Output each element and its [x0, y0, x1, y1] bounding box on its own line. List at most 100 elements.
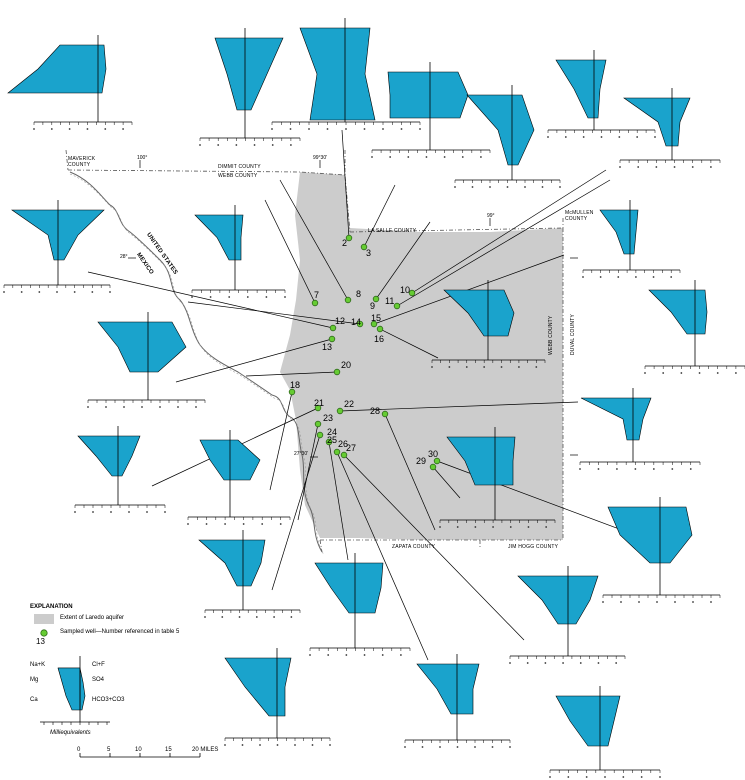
- county-webb-top: WEBB COUNTY: [218, 173, 258, 179]
- well-marker-26: [333, 448, 341, 456]
- legend-ion-so4: SO4: [92, 677, 105, 683]
- stiff-polygon: [466, 94, 535, 166]
- well-label-25: 25: [327, 435, 338, 445]
- well-marker-13: [328, 335, 336, 343]
- leader-line-20: [336, 451, 429, 661]
- scale-15: 15: [165, 747, 172, 753]
- well-label-12: 12: [335, 316, 346, 326]
- leader-line-11: [373, 254, 565, 325]
- county-lasalle: LA SALLE COUNTY: [368, 228, 417, 234]
- stiff-polygon: [314, 562, 384, 614]
- legend-sample-number: 13: [36, 637, 45, 646]
- stiff-polygon: [580, 397, 652, 441]
- legend-ion-mg: Mg: [30, 677, 39, 683]
- well-marker-14: [356, 320, 364, 328]
- county-maverick: MAVERICK COUNTY: [68, 156, 96, 168]
- legend-ion-cl-f: Cl+F: [92, 662, 105, 668]
- stiff-diagram: [74, 426, 166, 513]
- legend-aquifer-swatch: [34, 614, 54, 624]
- stiff-polygon: [555, 59, 607, 119]
- stiff-diagram: [439, 427, 556, 528]
- scale-0: 0: [77, 747, 81, 753]
- well-label-30: 30: [428, 449, 439, 459]
- well-marker-22: [336, 407, 344, 415]
- well-label-3: 3: [366, 248, 372, 258]
- leader-line-23: [432, 466, 461, 499]
- well-marker-12: [329, 324, 337, 332]
- rio-grande: [69, 171, 323, 553]
- stiff-polygon: [517, 575, 599, 625]
- well-label-22: 22: [344, 399, 355, 409]
- well-label-15: 15: [371, 313, 382, 323]
- leader-line-6: [411, 169, 607, 294]
- well-marker-29: [429, 463, 437, 471]
- scale-5: 5: [107, 747, 111, 753]
- leader-line-7: [396, 179, 611, 307]
- well-marker-16: [376, 325, 384, 333]
- leader-line-19: [328, 441, 349, 561]
- well-label-26: 26: [338, 439, 349, 449]
- stiff-diagram: [7, 35, 133, 130]
- leader-line-3: [264, 199, 316, 304]
- well-marker-25: [325, 438, 333, 446]
- well-label-13: 13: [322, 342, 333, 352]
- leader-line-9: [175, 338, 333, 383]
- leader-line-8: [87, 271, 334, 329]
- leader-line-1: [341, 129, 350, 239]
- leader-line-18: [271, 434, 321, 591]
- legend-graphics: [34, 614, 201, 758]
- stiff-polygon: [198, 539, 266, 587]
- well-marker-11: [393, 302, 401, 310]
- stiff-diagram: [224, 648, 331, 746]
- stiff-polygon: [446, 436, 516, 486]
- coord-99: 99°: [487, 213, 495, 219]
- stiff-diagram: [3, 200, 111, 293]
- leader-line-16: [339, 401, 579, 412]
- stiff-diagram: [271, 18, 421, 130]
- well-label-29: 29: [416, 456, 427, 466]
- stiff-polygon: [416, 663, 480, 715]
- scale-20-miles: 20 MILES: [192, 747, 219, 753]
- leader-line-14: [245, 371, 338, 377]
- stiff-diagram: [431, 280, 546, 368]
- stiff-diagram: [199, 28, 301, 146]
- legend-ion-ca: Ca: [30, 697, 38, 703]
- well-marker-10: [408, 289, 416, 297]
- stiff-polygon: [648, 289, 708, 335]
- stiff-diagram: [371, 62, 491, 158]
- scale-10: 10: [135, 747, 142, 753]
- stiff-polygon: [224, 657, 292, 717]
- well-marker-20: [333, 368, 341, 376]
- well-label-20: 20: [341, 360, 352, 370]
- leader-line-22: [384, 413, 436, 531]
- stiff-polygon: [214, 37, 284, 111]
- well-marker-2: [345, 234, 353, 242]
- well-marker-18: [288, 388, 296, 396]
- well-marker-3: [360, 243, 368, 251]
- well-marker-30: [433, 457, 441, 465]
- well-label-21: 21: [314, 398, 325, 408]
- well-label-23: 23: [323, 413, 334, 423]
- leader-line-12: [379, 328, 439, 359]
- stiff-polygon: [623, 97, 691, 147]
- well-label-27: 27: [346, 443, 357, 453]
- leader-line-13: [269, 391, 293, 491]
- coord-27-30: 27°30': [294, 451, 309, 457]
- legend-well-symbol: [40, 629, 48, 637]
- stiff-diagram: [602, 497, 721, 603]
- stiff-diagram: [191, 205, 286, 298]
- stiff-polygon: [97, 321, 187, 373]
- legend-ion-na-k: Na+K: [30, 662, 46, 668]
- well-label-18: 18: [290, 380, 301, 390]
- stiff-polygon: [443, 289, 515, 337]
- leader-line-17: [297, 423, 319, 521]
- stiff-diagram: [198, 530, 301, 618]
- coord-28: 28°: [120, 254, 128, 260]
- well-label-8: 8: [356, 289, 362, 299]
- well-marker-15: [370, 320, 378, 328]
- county-duval: DUVAL COUNTY: [570, 313, 576, 355]
- county-webb-right: WEBB COUNTY: [548, 315, 554, 355]
- stiff-diagram: [509, 566, 626, 664]
